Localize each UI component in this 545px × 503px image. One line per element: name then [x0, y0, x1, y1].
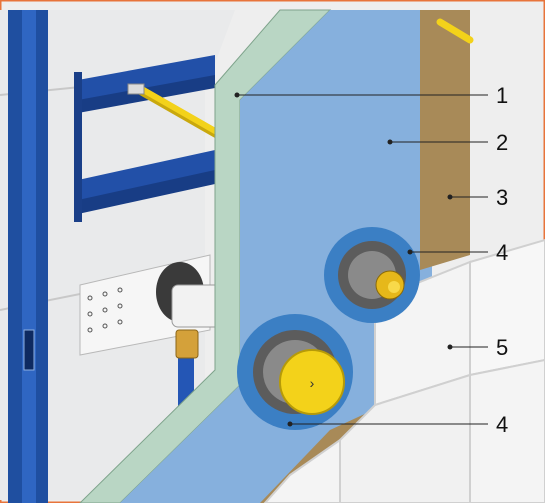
plate-holes — [87, 287, 123, 333]
yellow-rod-right — [436, 18, 474, 44]
rod-clamp — [127, 83, 145, 95]
frame-post-highlight — [22, 10, 36, 503]
tile — [469, 238, 545, 377]
membrane-panel — [120, 10, 432, 503]
frame-rail-middle-shadow — [78, 170, 215, 214]
brass-plug-face — [388, 281, 400, 293]
frame-upright — [74, 72, 82, 222]
callout-2: 2 — [496, 130, 508, 155]
back-wall — [0, 10, 235, 500]
tile — [469, 358, 545, 503]
cap-arrow-icon: › — [310, 375, 315, 391]
callout-4-lower: 4 — [496, 412, 508, 437]
yellow-cap — [279, 349, 345, 415]
pipe-nut — [175, 329, 199, 359]
leader-dots — [234, 92, 453, 427]
tile — [263, 438, 341, 503]
callout-1: 1 — [496, 83, 508, 108]
frame-slot — [23, 329, 35, 371]
callout-5: 5 — [496, 335, 508, 360]
callout-3: 3 — [496, 185, 508, 210]
leader-lines — [237, 94, 488, 425]
callout-4-upper: 4 — [496, 240, 508, 265]
tile — [339, 373, 471, 503]
tan-layer — [420, 10, 470, 270]
